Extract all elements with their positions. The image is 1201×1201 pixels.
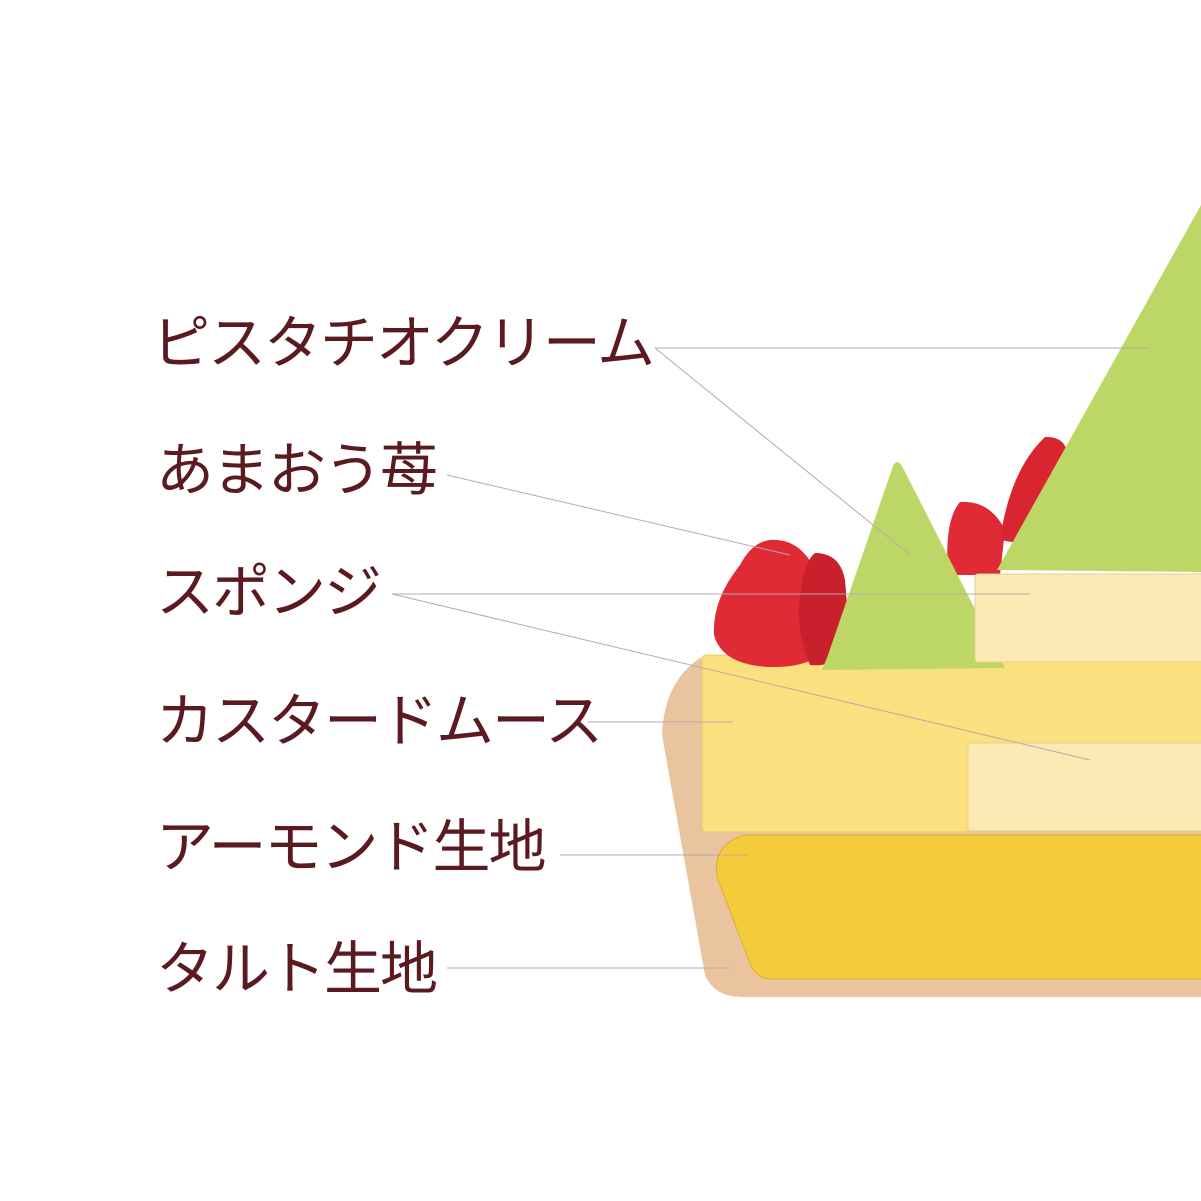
leader-lines — [391, 347, 1150, 969]
label-tart-dough: タルト生地 — [156, 935, 438, 1003]
leader-pistachio-2 — [654, 347, 911, 556]
label-pistachio-cream: ピスタチオクリーム — [152, 309, 655, 377]
label-amaou-strawberry: あまおう苺 — [156, 436, 438, 504]
small-pistachio-cream — [822, 462, 1005, 670]
large-pistachio-cream — [997, 205, 1201, 572]
strawberry-left — [713, 539, 850, 668]
strawberry-top — [1000, 436, 1068, 545]
label-almond-dough: アーモンド生地 — [156, 813, 547, 881]
label-sponge: スポンジ — [156, 558, 382, 626]
leader-sponge-2 — [391, 593, 1091, 761]
almond-dough-layer — [716, 834, 1201, 980]
strawberry-back — [947, 501, 1005, 575]
leader-strawberry — [446, 474, 791, 556]
label-custard-mousse: カスタードムース — [156, 687, 603, 755]
upper-sponge-layer — [974, 573, 1201, 663]
lower-sponge-layer — [967, 742, 1201, 832]
